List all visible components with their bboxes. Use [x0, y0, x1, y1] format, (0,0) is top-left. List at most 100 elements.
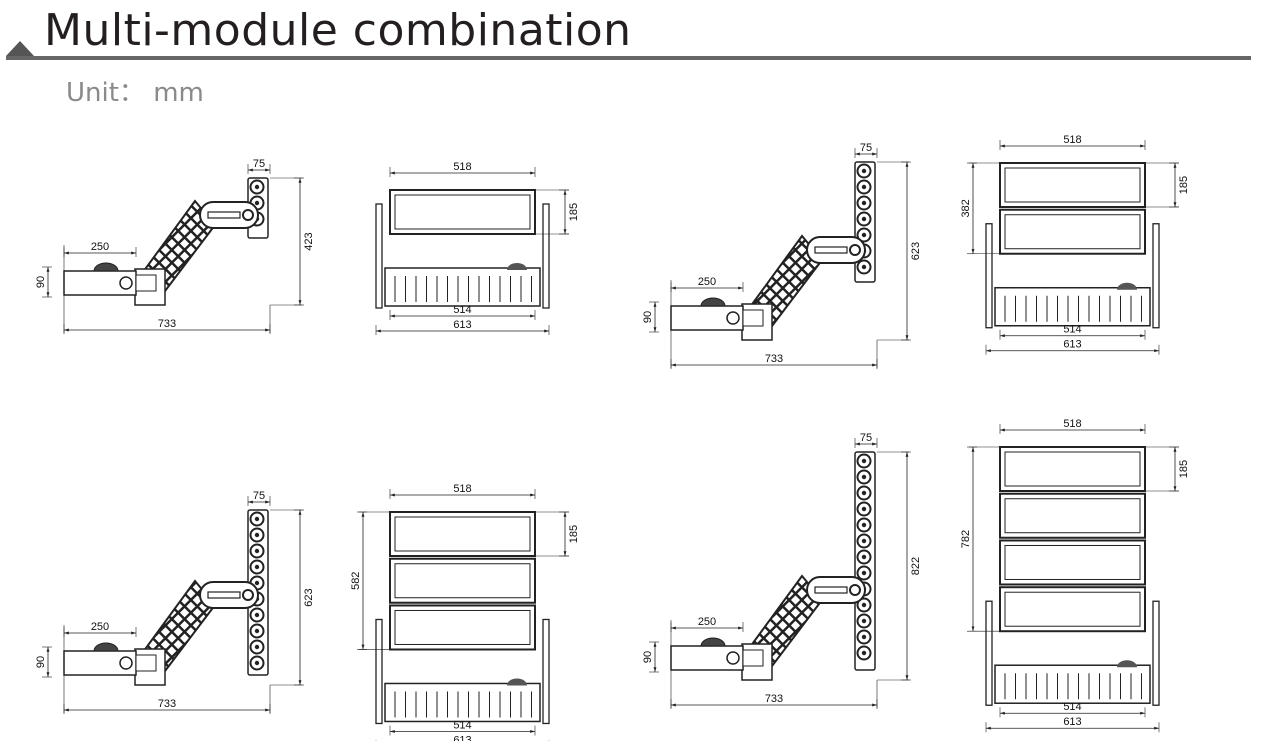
title-divider — [6, 56, 1251, 60]
led-lens — [394, 563, 531, 599]
total-length-label: 733 — [158, 698, 176, 710]
bolt-center — [254, 628, 260, 634]
bolt-center — [861, 554, 867, 560]
total-height-label: 782 — [960, 530, 972, 548]
adjust-slot — [814, 586, 848, 594]
base-length-label: 250 — [698, 616, 716, 628]
side-height-label: 623 — [910, 242, 922, 260]
led-lens — [1004, 498, 1141, 534]
driver-connector — [742, 309, 764, 327]
hinge-pivot-icon — [849, 584, 861, 596]
bolt-center — [254, 516, 260, 522]
bolt-center — [861, 634, 867, 640]
side-view-2: 75 623 250 90 733 — [642, 142, 922, 369]
bolt-center — [254, 580, 260, 586]
bolt-center — [861, 474, 867, 480]
total-length-label: 733 — [158, 318, 176, 330]
driver-connector — [135, 654, 157, 672]
bracket-arm-right — [1152, 223, 1160, 329]
arm-width-label: 75 — [253, 158, 265, 170]
title-marker-icon — [6, 41, 34, 56]
bracket-arm-left — [985, 600, 993, 706]
led-lens — [394, 609, 531, 645]
base-length-label: 250 — [698, 276, 716, 288]
lamp-housing — [384, 682, 541, 723]
front-view-4: 518 185 782 514 613 — [960, 418, 1190, 733]
surge-dome — [700, 297, 726, 307]
bolt-center — [861, 570, 867, 576]
bolt-center — [254, 184, 260, 190]
surge-dome — [1117, 282, 1137, 290]
arm-width-label: 75 — [253, 490, 265, 502]
module-height-label: 185 — [568, 525, 580, 543]
driver-knob-icon — [726, 651, 740, 665]
top-width-label: 518 — [1063, 418, 1081, 430]
surge-dome — [93, 262, 119, 272]
module-height-label: 185 — [1178, 460, 1190, 478]
adjust-slot — [207, 211, 241, 219]
surge-dome — [700, 637, 726, 647]
bolt-center — [861, 522, 867, 528]
hinge-pivot-icon — [242, 589, 254, 601]
bolt-center — [861, 602, 867, 608]
bracket-arm-left — [985, 223, 993, 329]
arm-width-label: 75 — [860, 432, 872, 444]
surge-dome — [93, 642, 119, 652]
lamp-housing — [384, 267, 541, 307]
bolt-center — [254, 200, 260, 206]
outer-width-label: 613 — [1063, 339, 1081, 351]
base-height-label: 90 — [642, 311, 654, 323]
inner-width-label: 514 — [453, 719, 471, 731]
total-height-label: 582 — [350, 572, 362, 590]
outer-width-label: 613 — [453, 319, 471, 331]
inner-width-label: 514 — [1063, 701, 1081, 713]
driver-knob-icon — [726, 311, 740, 325]
led-lens — [394, 194, 531, 230]
top-width-label: 518 — [453, 161, 471, 173]
top-width-label: 518 — [453, 483, 471, 495]
bolt-center — [861, 200, 867, 206]
bolt-center — [254, 612, 260, 618]
bolt-center — [861, 490, 867, 496]
bracket-arm-right — [542, 203, 550, 309]
page-title: Multi-module combination — [44, 5, 632, 56]
unit-label: Unit： mm — [66, 78, 204, 108]
led-lens — [394, 516, 531, 552]
inner-width-label: 514 — [453, 304, 471, 316]
base-height-label: 90 — [35, 656, 47, 668]
module-height-label: 185 — [1178, 176, 1190, 194]
total-length-label: 733 — [765, 353, 783, 365]
base-length-label: 250 — [91, 621, 109, 633]
adjust-slot — [814, 246, 848, 254]
inner-width-label: 514 — [1063, 324, 1081, 336]
lamp-housing — [994, 286, 1151, 327]
arm-width-label: 75 — [860, 142, 872, 154]
bolt-center — [254, 532, 260, 538]
bolt-center — [861, 168, 867, 174]
bolt-center — [861, 216, 867, 222]
bracket-arm-right — [1152, 600, 1160, 706]
led-lens — [1004, 214, 1141, 250]
led-lens — [1004, 591, 1141, 627]
outer-width-label: 613 — [1063, 716, 1081, 728]
led-lens — [1004, 167, 1141, 203]
bolt-center — [861, 506, 867, 512]
hinge-pivot-icon — [849, 244, 861, 256]
bolt-center — [254, 548, 260, 554]
led-lens — [1004, 451, 1141, 487]
lamp-housing — [994, 664, 1151, 704]
hinge-pivot-icon — [242, 209, 254, 221]
driver-connector — [742, 649, 764, 667]
bolt-center — [861, 264, 867, 270]
driver-knob-icon — [119, 276, 133, 290]
bolt-center — [254, 644, 260, 650]
base-length-label: 250 — [91, 241, 109, 253]
surge-dome — [507, 263, 527, 270]
